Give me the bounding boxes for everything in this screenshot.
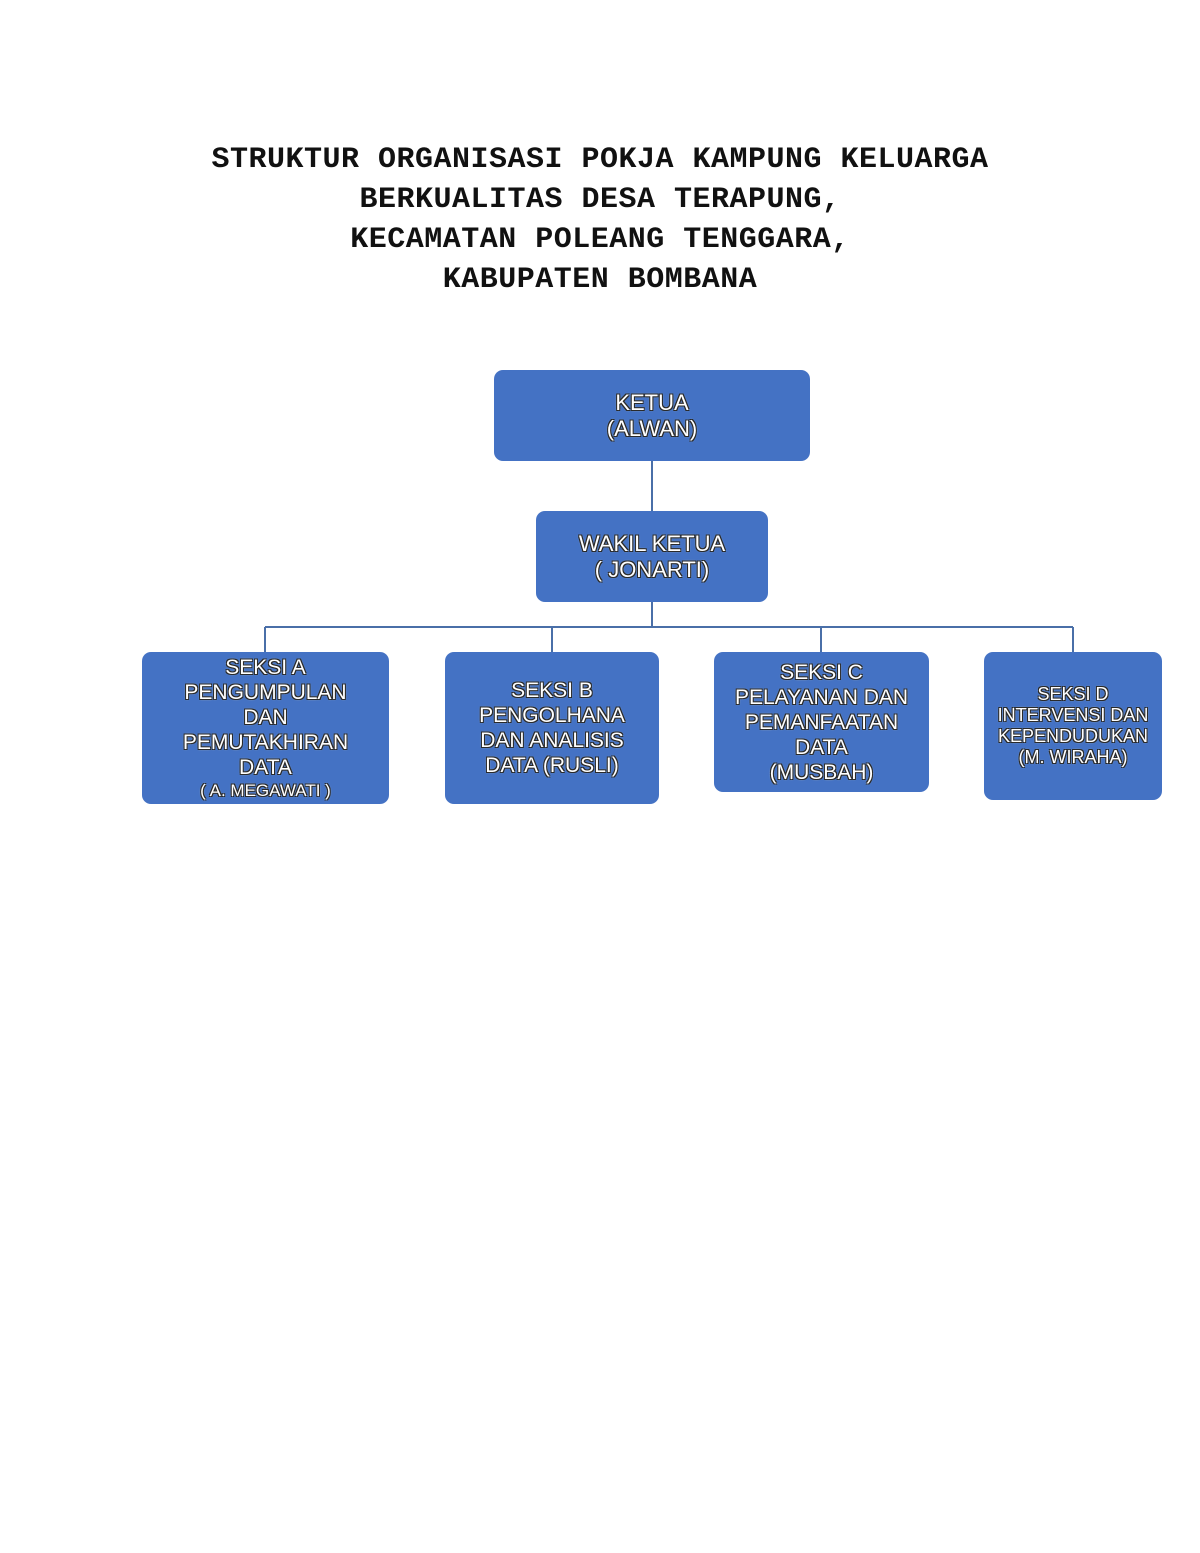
node-seksi-b-line-4: DATA (RUSLI) bbox=[485, 754, 619, 777]
node-seksi-b-line-3: DAN ANALISIS bbox=[480, 729, 624, 752]
node-seksi-d-line-1: SEKSI D bbox=[1037, 684, 1109, 704]
node-wakil-person: ( JONARTI) bbox=[594, 556, 710, 582]
title-line-3: KECAMATAN POLEANG TENGGARA, bbox=[350, 223, 850, 257]
node-seksi-a-line-3: DAN bbox=[243, 705, 288, 729]
node-seksi-d: SEKSI D INTERVENSI DAN KEPENDUDUKAN (M. … bbox=[984, 652, 1162, 800]
node-seksi-b-line-2: PENGOLHANA bbox=[479, 704, 625, 727]
node-ketua-person: (ALWAN) bbox=[606, 415, 698, 441]
node-seksi-c-line-4: DATA bbox=[795, 735, 848, 759]
node-seksi-c-line-3: PEMANFAATAN bbox=[744, 710, 899, 734]
node-seksi-c-person: (MUSBAH) bbox=[769, 760, 874, 784]
node-seksi-c: SEKSI C PELAYANAN DAN PEMANFAATAN DATA (… bbox=[714, 652, 929, 792]
node-ketua: KETUA (ALWAN) bbox=[494, 370, 810, 461]
node-wakil-ketua: WAKIL KETUA ( JONARTI) bbox=[536, 511, 768, 602]
node-seksi-c-line-2: PELAYANAN DAN bbox=[734, 685, 909, 709]
node-seksi-a-person: ( A. MEGAWATI ) bbox=[200, 780, 331, 800]
title-line-1: STRUKTUR ORGANISASI POKJA KAMPUNG KELUAR… bbox=[211, 143, 989, 177]
node-wakil-role: WAKIL KETUA bbox=[578, 530, 726, 556]
node-seksi-d-line-3: KEPENDUDUKAN bbox=[997, 726, 1149, 746]
node-seksi-a: SEKSI A PENGUMPULAN DAN PEMUTAKHIRAN DAT… bbox=[142, 652, 389, 804]
node-seksi-d-person: (M. WIRAHA) bbox=[1018, 747, 1128, 767]
node-seksi-d-line-2: INTERVENSI DAN bbox=[997, 705, 1149, 725]
page-title: STRUKTUR ORGANISASI POKJA KAMPUNG KELUAR… bbox=[0, 140, 1200, 300]
node-seksi-b-line-1: SEKSI B bbox=[511, 679, 593, 702]
node-seksi-b: SEKSI B PENGOLHANA DAN ANALISIS DATA (RU… bbox=[445, 652, 659, 804]
node-seksi-c-line-1: SEKSI C bbox=[780, 660, 863, 684]
node-seksi-a-line-4: PEMUTAKHIRAN bbox=[182, 730, 349, 754]
node-seksi-a-line-2: PENGUMPULAN bbox=[184, 680, 347, 704]
node-ketua-role: KETUA bbox=[615, 389, 689, 415]
node-seksi-a-line-5: DATA bbox=[239, 755, 292, 779]
title-line-4: KABUPATEN BOMBANA bbox=[442, 263, 758, 297]
title-line-2: BERKUALITAS DESA TERAPUNG, bbox=[359, 183, 841, 217]
node-seksi-a-line-1: SEKSI A bbox=[225, 655, 306, 679]
